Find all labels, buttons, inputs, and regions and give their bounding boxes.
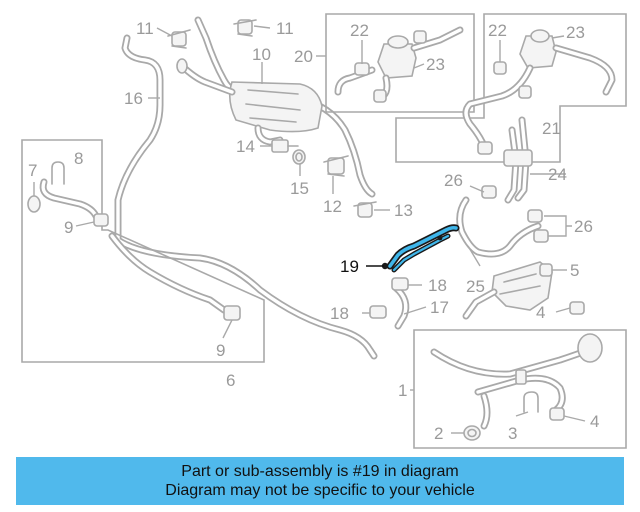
label-20: 20 bbox=[294, 47, 313, 66]
label-16: 16 bbox=[124, 89, 143, 108]
box-21 bbox=[395, 13, 627, 163]
clamp-26-right bbox=[527, 209, 549, 243]
banner-line-1: Part or sub-assembly is #19 in diagram bbox=[181, 463, 459, 480]
label-22-left: 22 bbox=[350, 21, 369, 40]
label-8: 8 bbox=[74, 149, 83, 168]
box-20 bbox=[325, 13, 475, 113]
label-26-right: 26 bbox=[574, 217, 593, 236]
clamp-12 bbox=[323, 155, 349, 177]
hose-17 bbox=[392, 284, 410, 330]
label-10: 10 bbox=[252, 45, 271, 64]
label-24: 24 bbox=[548, 165, 567, 184]
label-26-left: 26 bbox=[444, 171, 463, 190]
pipe-10 bbox=[176, 16, 376, 198]
box-1 bbox=[413, 329, 627, 449]
banner-line-2: Diagram may not be specific to your vehi… bbox=[165, 482, 475, 499]
hose-25 bbox=[456, 196, 542, 258]
label-4-bottom: 4 bbox=[590, 412, 599, 431]
clamp-18-top bbox=[391, 277, 409, 291]
seal-15 bbox=[292, 149, 306, 165]
label-23-left: 23 bbox=[426, 55, 445, 74]
label-14: 14 bbox=[236, 137, 255, 156]
box-6 bbox=[21, 139, 265, 363]
label-4-top: 4 bbox=[536, 303, 545, 322]
label-17: 17 bbox=[430, 298, 449, 317]
label-21: 21 bbox=[542, 119, 561, 138]
label-11-right: 11 bbox=[276, 19, 294, 38]
clamp-26-left bbox=[481, 185, 497, 199]
label-22-right: 22 bbox=[488, 21, 507, 40]
label-12: 12 bbox=[323, 197, 342, 216]
label-3: 3 bbox=[508, 424, 517, 443]
label-1: 1 bbox=[398, 381, 407, 400]
pipe-24 bbox=[503, 116, 533, 204]
label-13: 13 bbox=[394, 201, 413, 220]
label-15: 15 bbox=[290, 179, 309, 198]
clamp-13 bbox=[353, 201, 377, 218]
label-18-bottom: 18 bbox=[330, 304, 349, 323]
housing-5 bbox=[462, 261, 553, 320]
label-9-upper: 9 bbox=[64, 218, 73, 237]
bolt-14 bbox=[271, 139, 299, 153]
label-19[interactable]: 19 bbox=[340, 257, 359, 276]
label-23-right: 23 bbox=[566, 23, 585, 42]
label-2: 2 bbox=[434, 424, 443, 443]
clamp-11-left bbox=[167, 29, 191, 49]
info-banner: Part or sub-assembly is #19 in diagram D… bbox=[16, 457, 624, 505]
label-5: 5 bbox=[570, 261, 579, 280]
callout-labels: 11 11 10 16 14 15 12 13 7 8 9 9 6 20 22 … bbox=[28, 19, 599, 443]
label-11-left: 11 bbox=[136, 19, 154, 38]
clamp-4-top bbox=[569, 301, 585, 315]
label-25: 25 bbox=[466, 277, 485, 296]
pipe-19-highlighted[interactable] bbox=[381, 224, 460, 273]
label-18-top: 18 bbox=[428, 276, 447, 295]
label-7: 7 bbox=[28, 161, 37, 180]
clamp-11-right bbox=[233, 19, 257, 37]
label-9-lower: 9 bbox=[216, 341, 225, 360]
label-6: 6 bbox=[226, 371, 235, 390]
clamp-18-bottom bbox=[369, 305, 387, 319]
parts-diagram: 11 11 10 16 14 15 12 13 7 8 9 9 6 20 22 … bbox=[21, 13, 627, 449]
leader-lines bbox=[33, 25, 586, 434]
